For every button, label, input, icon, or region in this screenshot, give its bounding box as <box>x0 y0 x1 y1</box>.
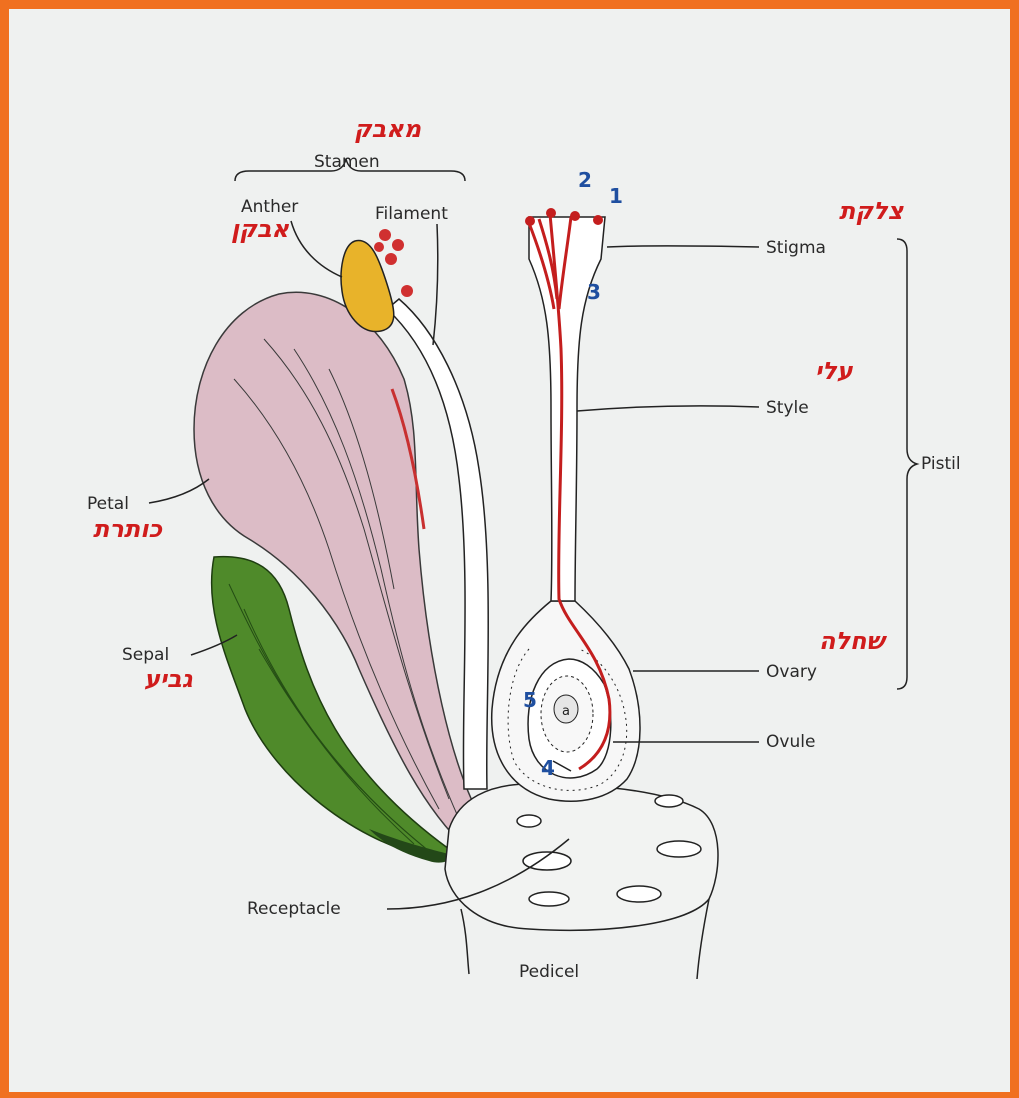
number-2: 2 <box>578 168 592 192</box>
hebrew-anther: אבקן <box>231 215 290 243</box>
label-pedicel: Pedicel <box>519 962 579 982</box>
label-style: Style <box>766 398 809 418</box>
label-filament: Filament <box>375 204 448 224</box>
hebrew-stigma: צלקת <box>839 197 905 225</box>
hebrew-ovary: שחלה <box>819 627 887 655</box>
paper-background: a <box>9 9 1010 1092</box>
style-leader <box>577 406 759 411</box>
filament-leader <box>433 224 438 345</box>
pedicel-shape <box>461 909 469 974</box>
label-petal: Petal <box>87 494 129 514</box>
label-pistil: Pistil <box>921 454 961 474</box>
label-anther: Anther <box>241 197 298 217</box>
anther-leader <box>291 221 342 277</box>
number-3: 3 <box>587 280 601 304</box>
stigma-leader <box>607 246 759 247</box>
label-sepal: Sepal <box>122 645 169 665</box>
hebrew-stamen: מאבק <box>354 115 422 143</box>
flower-diagram: a <box>9 9 1010 1092</box>
label-receptacle: Receptacle <box>247 899 341 919</box>
number-1: 1 <box>609 184 623 208</box>
hebrew-style: עלי <box>815 357 854 385</box>
label-ovary: Ovary <box>766 662 817 682</box>
pistil-brace <box>897 239 917 689</box>
ovule-core-label: a <box>562 704 570 719</box>
label-stamen: Stamen <box>314 152 380 172</box>
number-4: 4 <box>541 756 555 780</box>
label-stigma: Stigma <box>766 238 826 258</box>
label-ovule: Ovule <box>766 732 815 752</box>
pedicel-shape-right <box>697 899 709 979</box>
number-5: 5 <box>523 688 537 712</box>
hebrew-petal: כותרת <box>93 515 162 543</box>
hebrew-sepal: גביע <box>144 665 193 693</box>
petal-leader <box>149 479 209 503</box>
